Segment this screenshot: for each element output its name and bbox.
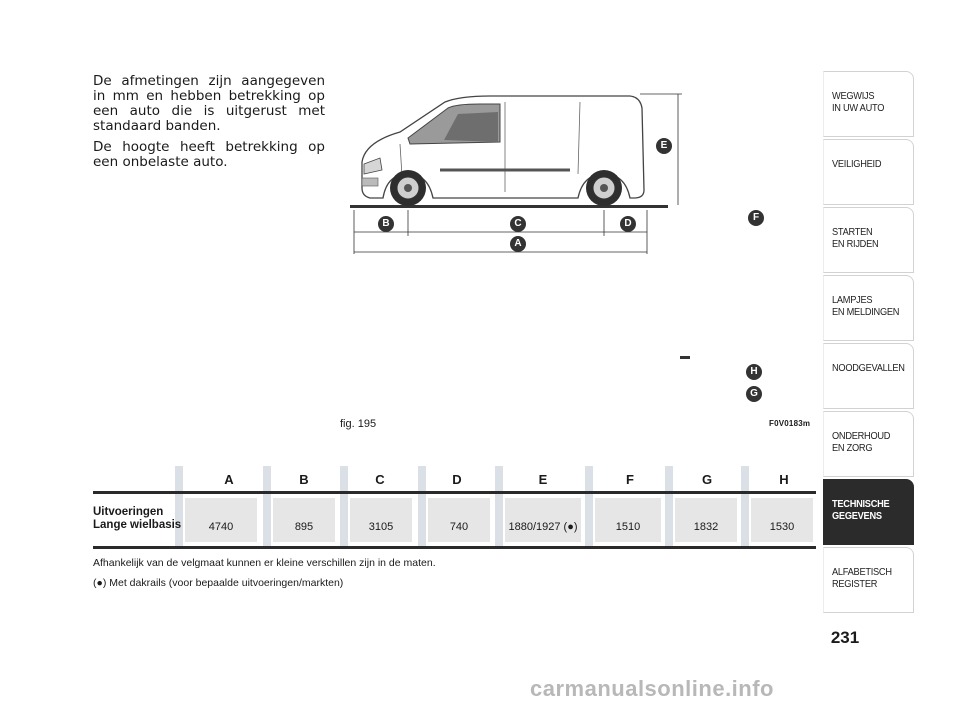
table-stripe (175, 466, 183, 546)
marker-f: F (748, 210, 764, 226)
vehicle-dimension-drawing (350, 93, 690, 359)
note-rim-size: Afhankelijk van de velgmaat kunnen er kl… (93, 557, 436, 569)
marker-c: C (510, 216, 526, 232)
table-cell-b: 895 (273, 498, 335, 542)
side-dimension-lines (353, 93, 682, 254)
table-stripe (585, 466, 593, 546)
row-label-line-2: Lange wielbasis (93, 519, 182, 531)
note-roof-rails: (●) Met dakrails (voor bepaalde uitvoeri… (93, 577, 344, 589)
row-label: Uitvoeringen Lange wielbasis (93, 506, 181, 532)
marker-g: G (746, 386, 762, 402)
page-number: 231 (830, 628, 860, 647)
rear-view-van (680, 356, 690, 359)
table-cell-c: 3105 (350, 498, 412, 542)
table-cell-g: 1832 (675, 498, 737, 542)
table-header-b: B (299, 472, 309, 487)
marker-a: A (510, 236, 526, 252)
table-header-a: A (224, 472, 234, 487)
table-header-h: H (779, 472, 789, 487)
table-header-g: G (701, 472, 713, 487)
intro-paragraph-2: De hoogte heeft betrekking op een onbela… (93, 139, 325, 170)
table-stripe (741, 466, 749, 546)
table-header-e: E (538, 472, 548, 487)
tab-lampjes[interactable]: LAMPJES EN MELDINGEN (823, 275, 914, 341)
table-cell-a: 4740 (185, 498, 257, 542)
table-stripe (495, 466, 503, 546)
tab-alfabetisch-register[interactable]: ALFABETISCH REGISTER (823, 547, 914, 613)
table-header-d: D (452, 472, 462, 487)
table-stripe (340, 466, 348, 546)
tab-label: LAMPJES EN MELDINGEN (832, 294, 900, 318)
tab-label: STARTEN EN RIJDEN (832, 226, 879, 250)
table-stripe (263, 466, 271, 546)
table-header-f: F (626, 472, 634, 487)
tab-label: ONDERHOUD EN ZORG (832, 430, 891, 454)
table-bottom-rule (93, 546, 816, 549)
tab-label: TECHNISCHE GEGEVENS (832, 498, 890, 522)
tab-label: NOODGEVALLEN (832, 362, 905, 374)
table-header-c: C (375, 472, 385, 487)
table-cell-h: 1530 (751, 498, 813, 542)
table-top-rule (93, 491, 816, 494)
tab-label: WEGWIJS IN UW AUTO (832, 90, 885, 114)
table-cell-e: 1880/1927 (●) (505, 498, 581, 542)
tab-wegwijs[interactable]: WEGWIJS IN UW AUTO (823, 71, 914, 137)
intro-paragraph-1: De afmetingen zijn aangegeven in mm en h… (93, 73, 325, 134)
row-label-line-1: Uitvoeringen (93, 506, 164, 518)
figure-code: F0V0183m (769, 419, 811, 428)
table-stripe (418, 466, 426, 546)
tab-starten[interactable]: STARTEN EN RIJDEN (823, 207, 914, 273)
figure-caption: fig. 195 (340, 418, 377, 430)
tab-veiligheid[interactable]: VEILIGHEID (823, 139, 914, 205)
table-notes: Afhankelijk van de velgmaat kunnen er kl… (93, 557, 436, 597)
tab-noodgevallen[interactable]: NOODGEVALLEN (823, 343, 914, 409)
tab-label: VEILIGHEID (832, 158, 882, 170)
table-cell-f: 1510 (595, 498, 661, 542)
marker-e: E (656, 138, 672, 154)
tab-label: ALFABETISCH REGISTER (832, 566, 892, 590)
tab-technische-gegevens[interactable]: TECHNISCHE GEGEVENS (823, 479, 914, 545)
table-stripe (665, 466, 673, 546)
marker-d: D (620, 216, 636, 232)
watermark: carmanualsonline.info (530, 676, 774, 701)
table-cell-d: 740 (428, 498, 490, 542)
tab-onderhoud[interactable]: ONDERHOUD EN ZORG (823, 411, 914, 477)
intro-text: De afmetingen zijn aangegeven in mm en h… (93, 74, 325, 176)
marker-h: H (746, 364, 762, 380)
side-view-van (350, 95, 668, 208)
marker-b: B (378, 216, 394, 232)
